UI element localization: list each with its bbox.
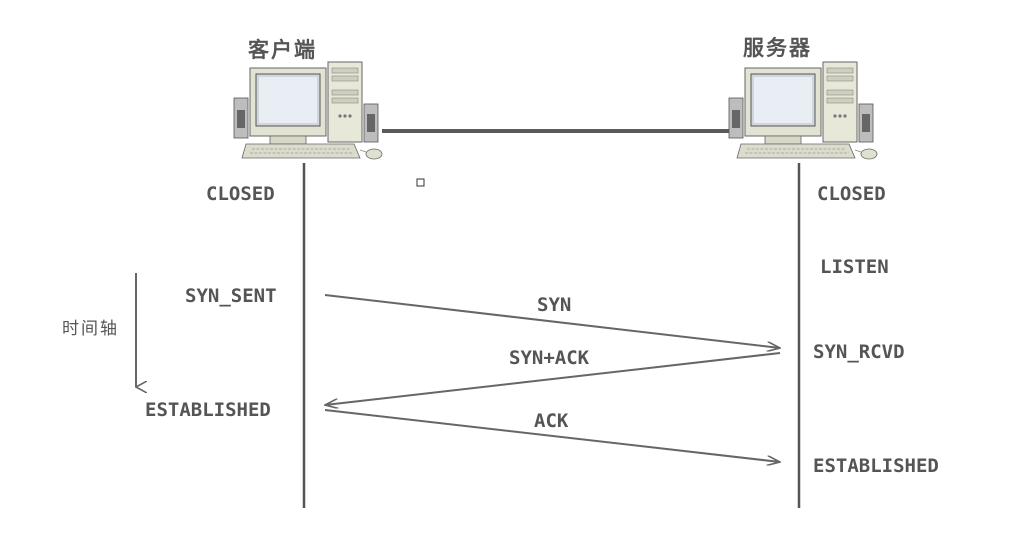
server-title: 服务器 bbox=[743, 35, 812, 60]
server-computer-icon bbox=[728, 61, 878, 160]
client-computer-icon bbox=[233, 61, 383, 160]
client-state-closed: CLOSED bbox=[206, 183, 275, 205]
syn-ack-label: SYN+ACK bbox=[509, 347, 590, 369]
time-axis-label: 时间轴 bbox=[62, 319, 119, 339]
client-title: 客户端 bbox=[248, 37, 317, 62]
client-state-syn-sent: SYN_SENT bbox=[185, 285, 277, 307]
server-state-closed: CLOSED bbox=[817, 183, 886, 205]
syn-label: SYN bbox=[537, 294, 571, 316]
syn-ack-arrow bbox=[325, 352, 781, 405]
ack-label: ACK bbox=[534, 410, 569, 432]
syn-arrow bbox=[324, 294, 780, 348]
server-state-syn-rcvd: SYN_RCVD bbox=[813, 341, 905, 363]
server-state-listen: LISTEN bbox=[820, 256, 889, 278]
ack-arrow bbox=[324, 409, 780, 462]
small-square-icon bbox=[416, 178, 425, 187]
client-state-established: ESTABLISHED bbox=[145, 399, 271, 421]
server-state-established: ESTABLISHED bbox=[813, 455, 939, 477]
